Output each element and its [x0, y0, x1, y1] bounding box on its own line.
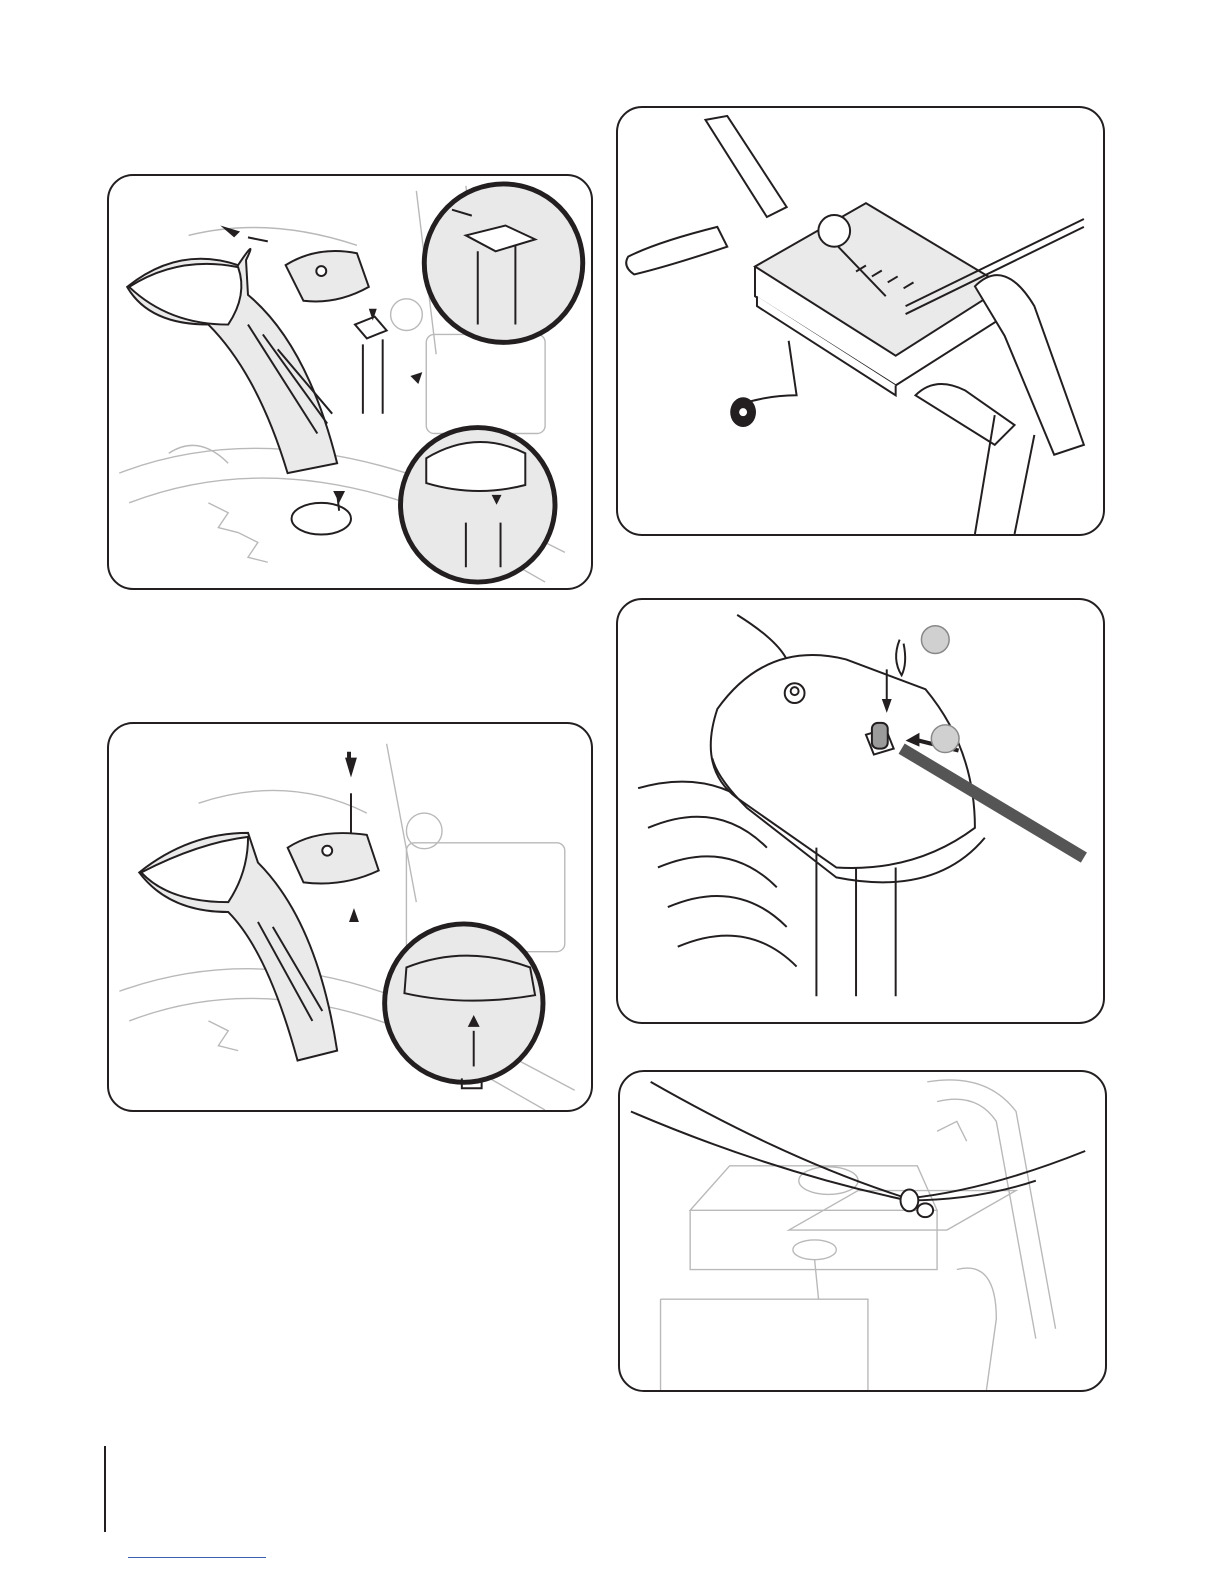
figure-chute-screw — [107, 722, 593, 1112]
figure-chute-assembly — [107, 174, 593, 590]
chute-pin-clip-illustration — [618, 600, 1103, 1022]
footer-underline — [128, 1557, 266, 1558]
chute-screw-illustration — [109, 724, 591, 1110]
page-margin-rule — [104, 1446, 106, 1532]
figure-shift-handle — [616, 106, 1105, 536]
shift-handle-control-panel-illustration — [618, 108, 1103, 534]
figure-chute-pin-clip — [616, 598, 1105, 1024]
chute-assembly-illustration — [109, 176, 591, 588]
figure-cable-guide-clip — [618, 1070, 1107, 1392]
cable-guide-clip-illustration — [620, 1072, 1105, 1390]
